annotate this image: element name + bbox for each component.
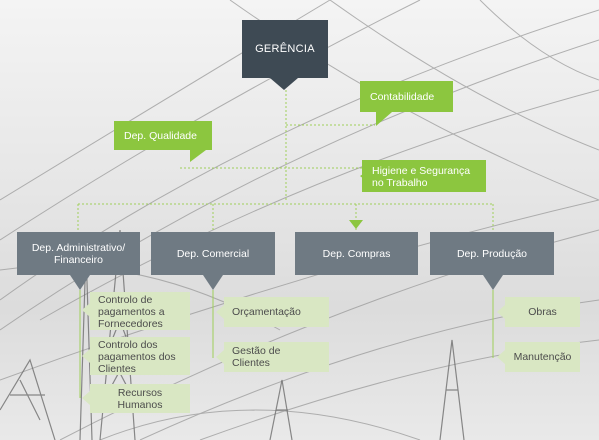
sub-label: Orçamentação xyxy=(232,306,301,318)
node-producao-label: Dep. Produção xyxy=(456,247,528,260)
sub-label: Gestão de Clientes xyxy=(232,345,281,369)
contabilidade-tail xyxy=(376,112,392,126)
admin-pointer xyxy=(70,275,90,290)
sub-tail-4 xyxy=(216,305,224,319)
node-comercial-label: Dep. Comercial xyxy=(176,247,250,260)
sub-label-line: Controlo de xyxy=(98,294,153,306)
node-contabilidade-label: Contabilidade xyxy=(370,90,435,103)
compras-top-pointer xyxy=(349,220,363,229)
sub-tail-5 xyxy=(216,350,224,364)
sub-tail-1 xyxy=(82,303,90,317)
node-dep-producao: Dep. Produção xyxy=(430,232,554,275)
sub-label-line: Fornecedores xyxy=(98,318,163,330)
comercial-pointer xyxy=(203,275,223,290)
node-orcamentacao: Orçamentação xyxy=(224,297,329,327)
sub-label: Obras xyxy=(528,306,557,318)
sub-label-line: Controlo dos xyxy=(98,339,158,351)
qualidade-tail xyxy=(190,150,206,162)
node-administrativo-label-line1: Dep. Administrativo/ xyxy=(31,241,126,254)
node-qualidade: Dep. Qualidade xyxy=(114,121,212,150)
node-gerencia: GERÊNCIA xyxy=(242,20,328,78)
node-higiene-label-line2: no Trabalho xyxy=(372,177,428,189)
node-dep-administrativo: Dep. Administrativo/ Financeiro xyxy=(17,232,140,275)
sub-tail-6 xyxy=(497,305,505,319)
node-controlo-fornecedores: Controlo de pagamentos a Fornecedores xyxy=(90,292,190,330)
node-gestao-clientes: Gestão de Clientes xyxy=(224,342,329,372)
node-higiene-seguranca: Higiene e Segurança no Trabalho xyxy=(362,160,486,192)
top-pointer xyxy=(270,78,298,90)
sub-label: Recursos Humanos xyxy=(117,386,163,411)
sub-label: Manutenção xyxy=(513,351,572,363)
sub-tail-2 xyxy=(82,349,90,363)
node-obras: Obras xyxy=(505,297,580,327)
sub-label-line: pagamentos dos xyxy=(98,351,176,363)
sub-tail-7 xyxy=(497,350,505,364)
node-contabilidade: Contabilidade xyxy=(360,81,453,112)
node-dep-comercial: Dep. Comercial xyxy=(151,232,275,275)
department-drops xyxy=(77,204,494,232)
node-administrativo-label-line2: Financeiro xyxy=(53,253,104,266)
node-qualidade-label: Dep. Qualidade xyxy=(124,129,197,142)
node-manutencao: Manutenção xyxy=(505,342,580,372)
node-controlo-clientes: Controlo dos pagamentos dos Clientes xyxy=(90,337,190,375)
producao-pointer xyxy=(483,275,503,290)
node-recursos-humanos: Recursos Humanos xyxy=(90,384,190,413)
node-higiene-label-line1: Higiene e Segurança xyxy=(372,165,471,177)
sub-label-line: Clientes xyxy=(98,363,136,375)
sub-tail-3 xyxy=(82,391,90,405)
node-compras-label: Dep. Compras xyxy=(322,247,391,260)
node-gerencia-label: GERÊNCIA xyxy=(255,43,315,55)
node-dep-compras: Dep. Compras xyxy=(295,232,418,275)
sub-label-line: pagamentos a xyxy=(98,306,165,318)
